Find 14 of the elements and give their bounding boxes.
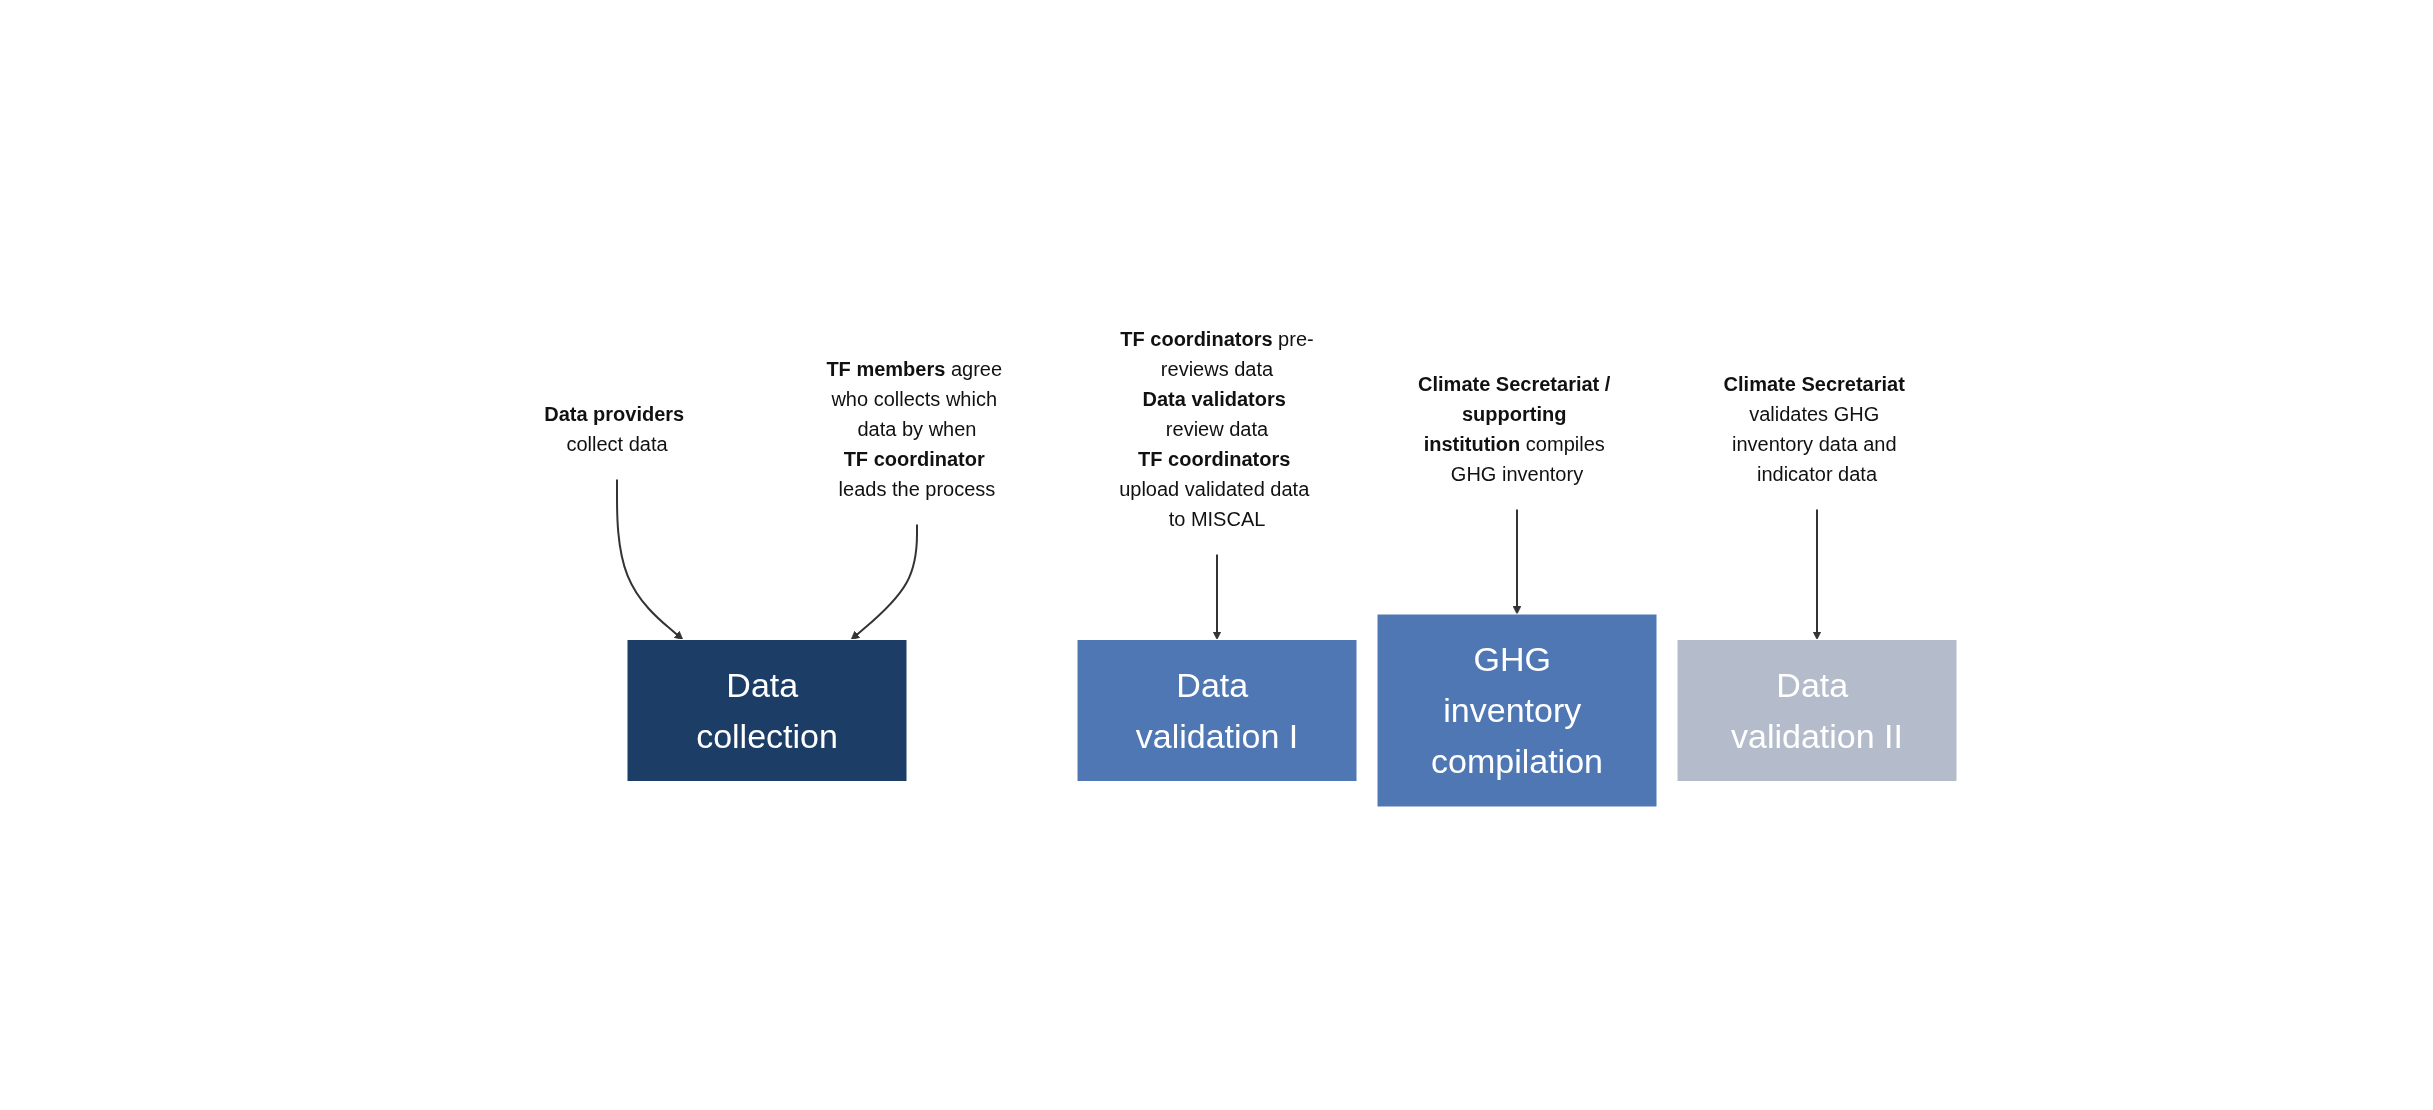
arrow [1812,507,1821,640]
node-box: Data validation I [1076,638,1357,782]
arrow [1212,552,1221,640]
arrow [850,522,918,640]
node-box: Data collection [626,638,907,782]
node-text: TF members agree who collects which data by when TF coordinator leads the process [825,357,1002,500]
node-text: Climate Secretariat validates GHG inventory data and indicator data [1723,372,1905,485]
arrow [615,477,683,640]
node-text: TF coordinators pre-reviews data Data validators review data TF coordinators upload validated data to MISCAL [1118,327,1314,530]
node-text: Data providers collect data [543,402,684,455]
node-box: GHG inventory compilation [1376,613,1657,807]
node-box: Data validation II [1676,638,1957,782]
node-text: Climate Secretariat / supporting institution compiles GHG inventory [1417,372,1610,485]
arrow [1512,507,1521,614]
